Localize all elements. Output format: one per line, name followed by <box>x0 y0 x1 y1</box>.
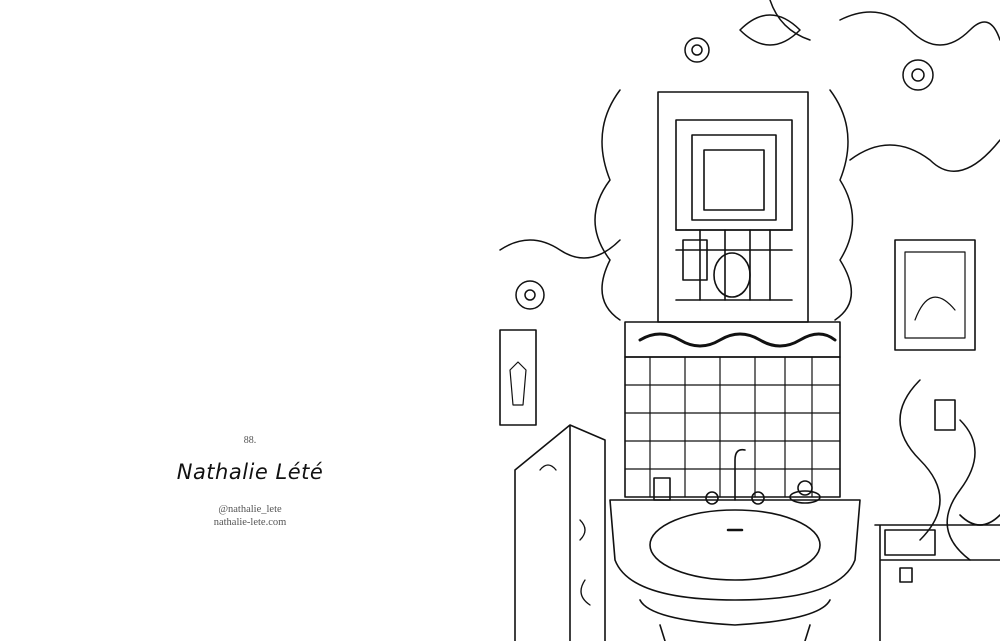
small-frame <box>499 329 537 426</box>
artist-contact: @nathalie_lete nathalie-lete.com <box>0 503 500 529</box>
partition-wall <box>514 424 606 641</box>
mirror-cabinet <box>657 91 809 323</box>
side-table <box>874 514 1000 641</box>
artist-signature: Nathalie Lété <box>176 460 324 484</box>
wall-outlet <box>934 399 956 431</box>
bathroom-illustration <box>499 0 1000 641</box>
website-link: nathalie-lete.com <box>213 517 287 528</box>
tile-wall <box>624 321 841 498</box>
instagram-handle: @nathalie_lete <box>218 504 282 515</box>
framed-picture <box>894 239 976 351</box>
page-number: 88. <box>243 435 257 446</box>
left-page: 88. Nathalie Lété @nathalie_lete nathali… <box>0 435 500 529</box>
decorative-swirls <box>499 0 1000 561</box>
sink <box>609 448 861 641</box>
